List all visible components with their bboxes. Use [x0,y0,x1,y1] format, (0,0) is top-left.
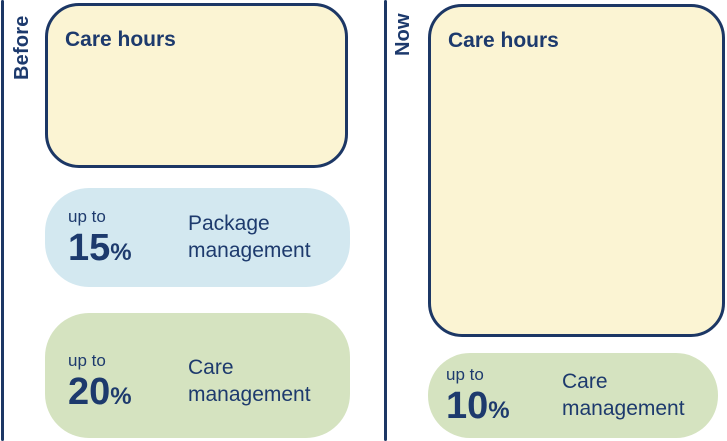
stat-number: 20 [68,370,111,413]
stat-value: 15% [68,229,188,267]
percent-sign: % [110,238,132,266]
now-care-hours-box: Care hours [428,4,725,337]
stat-prefix: up to [446,365,484,385]
before-column-rule [1,0,4,441]
before-care-hours-title: Care hours [65,28,176,51]
now-care-hours-title: Care hours [448,29,559,52]
before-care-hours-box: Care hours [45,3,348,168]
percent-sign: % [488,396,510,424]
stat-label: Care management [562,370,685,420]
stat-content: up to 20% Care management [68,351,350,411]
stat-content: up to 10% Care management [446,365,718,425]
now-column-rule [384,0,387,441]
stat-prefix: up to [68,207,106,227]
before-package-management-box: up to 15% Package management [45,188,350,287]
percent-sign: % [110,382,132,410]
stat-content: up to 15% Package management [68,207,350,267]
now-care-management-box: up to 10% Care management [428,353,718,438]
stat-number: 15 [68,226,111,269]
stat-prefix: up to [68,351,106,371]
stat-value: 20% [68,373,188,411]
now-label: Now [392,13,414,56]
stat-number: 10 [446,384,489,427]
stat-figure: up to 10% [446,365,562,425]
before-label: Before [11,15,33,80]
stat-label: Package management [188,212,311,262]
before-care-management-box: up to 20% Care management [45,313,350,438]
stat-figure: up to 20% [68,351,188,411]
stat-label: Care management [188,356,311,406]
stat-figure: up to 15% [68,207,188,267]
stat-value: 10% [446,387,562,425]
